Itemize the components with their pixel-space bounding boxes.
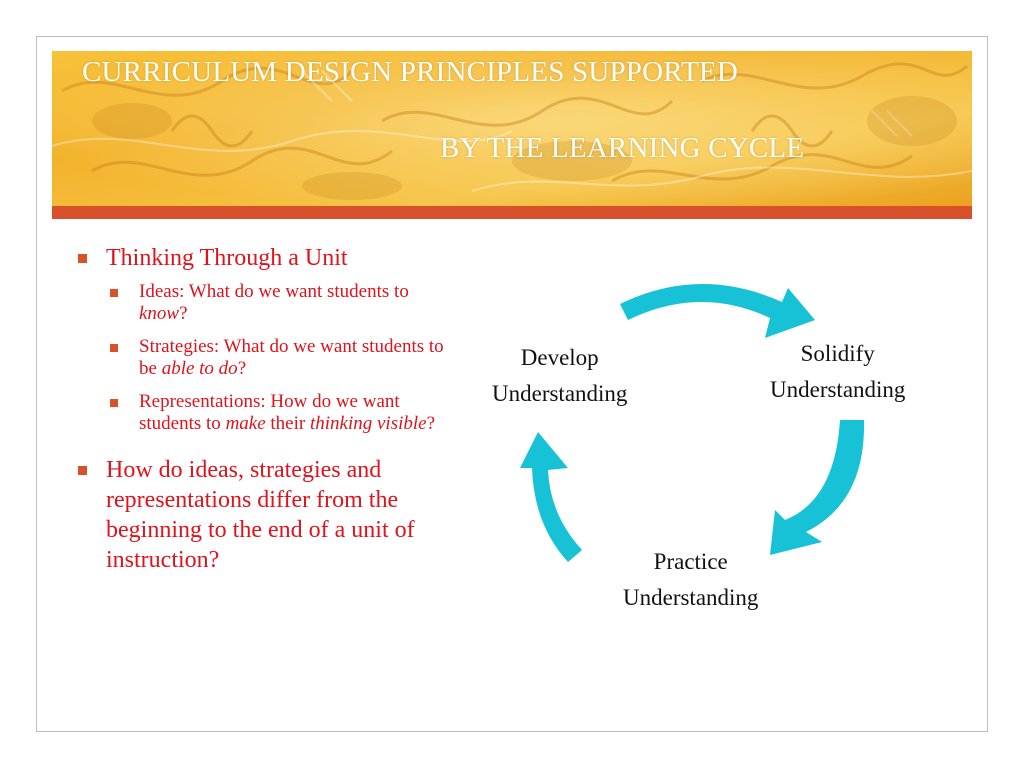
emphasis-text: thinking visible bbox=[309, 413, 427, 434]
emphasis-text: make bbox=[225, 413, 266, 434]
node-label: Develop bbox=[520, 345, 599, 370]
bullet-list: Thinking Through a Unit Ideas: What do w… bbox=[72, 243, 452, 575]
sub-bullet-text: Strategies: What do we want students to … bbox=[139, 336, 444, 379]
banner-texture bbox=[52, 51, 972, 206]
sub-bullet-strategies: Strategies: What do we want students to … bbox=[106, 336, 452, 380]
emphasis-text: able to do bbox=[161, 358, 238, 379]
bullet-thinking-through-unit: Thinking Through a Unit Ideas: What do w… bbox=[72, 243, 452, 435]
bullet-text: Thinking Through a Unit bbox=[106, 245, 348, 271]
arrow-practice-to-develop bbox=[520, 432, 582, 562]
bullet-marker bbox=[78, 254, 87, 263]
node-label: Understanding bbox=[623, 585, 759, 610]
bullet-text: How do ideas, strategies and representat… bbox=[106, 457, 415, 573]
arrow-solidify-to-practice bbox=[770, 420, 865, 555]
bullet-marker bbox=[78, 466, 87, 475]
emphasis-text: know bbox=[139, 303, 180, 324]
sub-bullet-marker bbox=[110, 289, 118, 297]
slide-title-line-1: CURRICULUM DESIGN PRINCIPLES SUPPORTED bbox=[82, 56, 739, 88]
title-banner bbox=[52, 51, 972, 206]
sub-bullet-text: Ideas: What do we want students to bbox=[139, 281, 409, 302]
sub-bullet-suffix: ? bbox=[426, 413, 436, 434]
bullet-differences-question: How do ideas, strategies and representat… bbox=[72, 455, 452, 575]
node-label: Solidify bbox=[800, 341, 875, 366]
arrow-develop-to-solidify bbox=[620, 283, 815, 338]
sub-bullet-middle: their bbox=[265, 413, 310, 434]
cycle-arrows bbox=[520, 283, 865, 562]
node-practice-understanding: Practice Understanding bbox=[623, 544, 758, 616]
node-develop-understanding: Develop Understanding bbox=[492, 340, 627, 412]
learning-cycle-diagram: Develop Understanding Solidify Understan… bbox=[470, 270, 970, 650]
sub-bullet-representations: Representations: How do we want students… bbox=[106, 391, 452, 435]
sub-bullet-ideas: Ideas: What do we want students to know? bbox=[106, 281, 452, 325]
sub-bullet-suffix: ? bbox=[237, 358, 247, 379]
title-accent-bar bbox=[52, 206, 972, 219]
slide-title-line-2: BY THE LEARNING CYCLE bbox=[440, 132, 805, 164]
node-label: Practice bbox=[653, 549, 728, 574]
node-label: Understanding bbox=[492, 381, 628, 406]
node-label: Understanding bbox=[770, 377, 906, 402]
sub-bullet-suffix: ? bbox=[179, 303, 188, 324]
sub-bullet-text: Representations: How do we want students… bbox=[139, 391, 400, 434]
sub-bullet-marker bbox=[110, 399, 118, 407]
node-solidify-understanding: Solidify Understanding bbox=[770, 336, 905, 408]
sub-bullet-marker bbox=[110, 344, 118, 352]
sub-bullet-list: Ideas: What do we want students to know?… bbox=[106, 281, 452, 435]
